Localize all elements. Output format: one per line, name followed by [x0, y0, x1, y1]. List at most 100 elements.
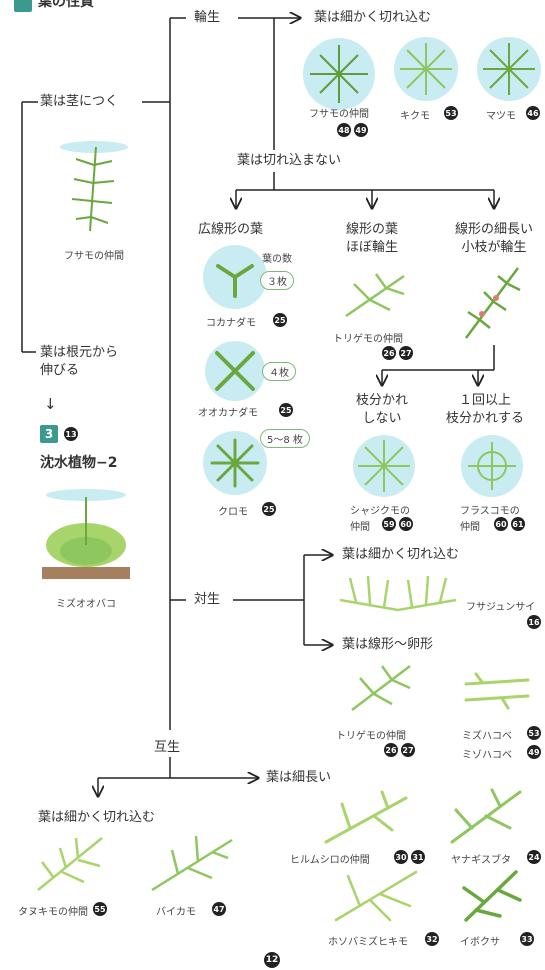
mizuobako-illustration: [36, 485, 136, 585]
node-linear-whorled-2: ほぼ輪生: [345, 240, 399, 255]
fusamo-top-illustration: [300, 35, 378, 113]
linear-thin-illustration: [458, 262, 528, 342]
hosobamizuhikimo-illustration: [330, 866, 420, 924]
caption-furasukomo-2: 仲間: [460, 522, 480, 533]
badge-mizohakobe: 49: [527, 745, 541, 759]
header-marker: [14, 0, 32, 12]
node-opp-finely-cut: 葉は細かく切れ込む: [342, 547, 460, 562]
node-opp-linear-oval: 葉は線形〜卵形: [342, 637, 434, 652]
node-from-root-2: 伸びる: [40, 363, 80, 378]
node-linear-thin-2: 小枝が輪生: [461, 240, 527, 255]
caption-kokanadamo: コカナダモ: [206, 318, 256, 329]
badge-torigemo-1-a: 26: [382, 346, 396, 360]
caption-fusamo-left: フサモの仲間: [64, 251, 124, 262]
ookanadamo-illustration: [200, 340, 270, 402]
node-leaf-on-stem: 葉は茎につく: [40, 94, 119, 109]
caption-furasukomo-1: フラスコモの: [460, 506, 520, 517]
caption-kikumo: キクモ: [400, 111, 430, 122]
caption-fusamo-top: フサモの仲間: [309, 109, 369, 120]
badge-kokanadamo: 25: [273, 313, 287, 327]
caption-mizuhakobe: ミズハコベ: [462, 731, 512, 742]
badge-kuromo: 25: [262, 502, 276, 516]
caption-ookanadamo: オオカナダモ: [198, 408, 258, 419]
node-alt-thin-long: 葉は細長い: [266, 770, 332, 785]
badge-fusamo-top-2: 49: [354, 123, 368, 137]
arrow-down-icon: ↓: [44, 395, 57, 413]
node-opposite: 対生: [194, 592, 221, 607]
caption-yanagisubuta: ヤナギスブタ: [451, 855, 511, 866]
badge-torigemo-2-a: 26: [384, 743, 398, 757]
baikamo-illustration: [148, 830, 236, 894]
badge-shajikumo-a: 59: [382, 517, 396, 531]
badge-ibokusa: 33: [520, 932, 534, 946]
node-broad-linear: 広線形の葉: [198, 222, 264, 237]
badge-torigemo-1-b: 27: [399, 346, 413, 360]
matsumo-illustration: [476, 35, 542, 103]
node-finely-cut: 葉は細かく切れ込む: [314, 10, 432, 25]
node-branch-2: 枝分かれする: [445, 411, 525, 426]
node-linear-whorled-1: 線形の葉: [345, 222, 399, 237]
node-alt-finely-cut: 葉は細かく切れ込む: [38, 810, 156, 825]
caption-shajikumo-2: 仲間: [350, 522, 370, 533]
furasukomo-illustration: [458, 434, 526, 498]
caption-matsumo: マツモ: [486, 111, 516, 122]
badge-ookanadamo: 25: [279, 403, 293, 417]
badge-fusajunsai: 16: [527, 615, 541, 629]
node-not-cut: 葉は切れ込まない: [237, 153, 342, 168]
badge-kikumo: 53: [444, 106, 458, 120]
node-whorled: 輪生: [194, 10, 221, 25]
caption-hirumushiro: ヒルムシロの仲間: [290, 855, 370, 866]
badge-hirumushiro-b: 31: [411, 850, 425, 864]
badge-baikamo: 47: [212, 902, 226, 916]
pill-five-eight-leaves: 5〜8 枚: [260, 429, 310, 448]
torigemo-1-illustration: [340, 270, 410, 322]
page-number: 12: [264, 952, 280, 968]
caption-mizohakobe: ミゾハコベ: [462, 750, 512, 761]
mizuhakobe-illustration: [462, 672, 532, 712]
badge-fusamo-top-1: 48: [337, 123, 351, 137]
caption-shajikumo-1: シャジクモの: [350, 506, 410, 517]
badge-furasukomo-b: 61: [511, 517, 525, 531]
node-alternate: 互生: [154, 740, 181, 755]
submerged-title: 沈水植物−2: [40, 455, 118, 471]
node-linear-thin-1: 線形の細長い: [454, 222, 534, 237]
fusajunsai-illustration: [336, 570, 460, 624]
yanagisubuta-illustration: [446, 786, 526, 846]
caption-baikamo: バイカモ: [156, 907, 196, 918]
node-no-branch-2: しない: [362, 411, 402, 426]
kokanadamo-illustration: [200, 244, 270, 310]
tanukimo-illustration: [32, 832, 112, 894]
page-title: 葉の性質: [38, 0, 94, 10]
badge-mizuhakobe: 53: [527, 726, 541, 740]
badge-yanagisubuta: 24: [527, 850, 541, 864]
badge-shajikumo-b: 60: [399, 517, 413, 531]
badge-hosobamizuhikimo: 32: [425, 932, 439, 946]
caption-torigemo-2: トリゲモの仲間: [336, 731, 406, 742]
caption-kuromo: クロモ: [218, 507, 248, 518]
kikumo-illustration: [392, 35, 460, 103]
badge-torigemo-2-b: 27: [401, 743, 415, 757]
fusamo-left-illustration: [44, 135, 144, 235]
caption-tanukimo: タヌキモの仲間: [18, 907, 88, 918]
caption-mizuobako: ミズオオバコ: [56, 599, 116, 610]
hirumushiro-illustration: [322, 790, 412, 846]
torigemo-2-illustration: [346, 660, 416, 716]
pill-three-leaves: ３枚: [260, 271, 294, 290]
node-branch-1: １回以上: [458, 393, 512, 408]
section-number: 3: [40, 425, 58, 443]
caption-hosobamizuhikimo: ホソバミズヒキモ: [328, 937, 408, 948]
node-from-root-1: 葉は根元から: [40, 345, 119, 360]
badge-matsumo: 46: [526, 106, 540, 120]
badge-furasukomo-a: 60: [494, 517, 508, 531]
caption-fusajunsai: フサジュンサイ: [466, 602, 536, 613]
badge-tanukimo: 55: [93, 902, 107, 916]
leaf-count-label: 葉の数: [262, 254, 292, 265]
pill-four-leaves: ４枚: [262, 362, 296, 381]
ibokusa-illustration: [456, 866, 526, 924]
caption-torigemo-1: トリゲモの仲間: [333, 334, 403, 345]
kuromo-illustration: [200, 430, 270, 496]
node-no-branch-1: 枝分かれ: [355, 393, 409, 408]
badge-hirumushiro-a: 30: [394, 850, 408, 864]
caption-ibokusa: イボクサ: [460, 937, 500, 948]
